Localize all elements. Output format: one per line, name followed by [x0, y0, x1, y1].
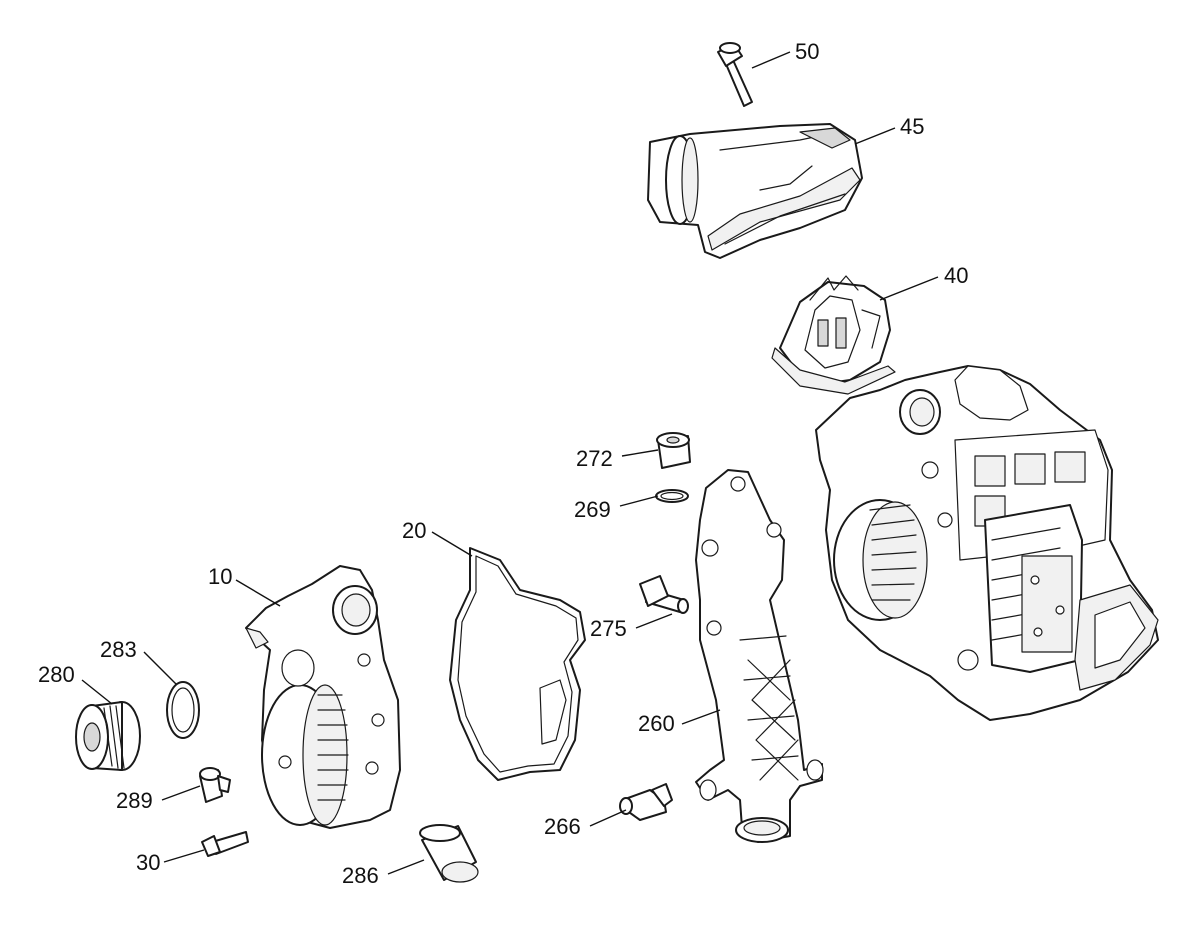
part-283-o-ring[interactable]	[166, 681, 200, 739]
part-266-sensor[interactable]	[619, 783, 673, 821]
callout-10: 10	[208, 564, 232, 589]
callout-272: 272	[576, 446, 613, 471]
part-260-coolant-pipe[interactable]	[695, 469, 824, 843]
callout-280: 280	[38, 662, 75, 687]
callout-50: 50	[795, 39, 819, 64]
callout-labels: 50 45 40 272 269 20 10 275 283 280 260 2…	[38, 39, 968, 888]
part-45-thermostat-housing[interactable]	[647, 123, 863, 259]
engine-block-assembly[interactable]	[815, 365, 1159, 721]
part-40-thermostat[interactable]	[771, 275, 896, 395]
callout-20: 20	[402, 518, 426, 543]
part-10-water-pump-housing[interactable]	[245, 565, 401, 829]
part-272-plug[interactable]	[656, 432, 691, 469]
part-275-bolt[interactable]	[639, 575, 689, 614]
callout-289: 289	[116, 788, 153, 813]
callout-266: 266	[544, 814, 581, 839]
part-50-bolt[interactable]	[717, 42, 753, 107]
callout-275: 275	[590, 616, 627, 641]
part-280-impeller[interactable]	[75, 701, 141, 771]
part-286-sleeve[interactable]	[419, 824, 479, 883]
callout-40: 40	[944, 263, 968, 288]
callout-30: 30	[136, 850, 160, 875]
callout-260: 260	[638, 711, 675, 736]
callout-269: 269	[574, 497, 611, 522]
part-269-o-ring[interactable]	[655, 489, 689, 503]
callout-45: 45	[900, 114, 924, 139]
part-20-gasket[interactable]	[449, 547, 586, 781]
callout-283: 283	[100, 637, 137, 662]
callout-286: 286	[342, 863, 379, 888]
part-289-plug[interactable]	[199, 767, 231, 803]
part-30-bolt[interactable]	[201, 831, 249, 857]
leader-lines	[81, 51, 939, 875]
